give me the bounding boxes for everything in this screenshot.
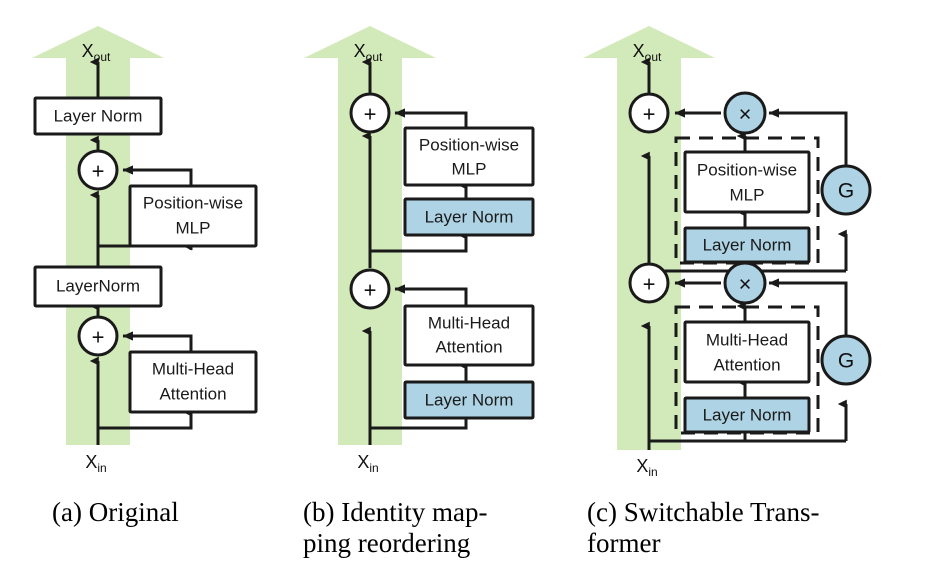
block-layer-norm-attn-label: Layer Norm [425,390,514,409]
block-layer-norm-mid-label: LayerNorm [56,276,140,295]
switchable-module-bottom-outline [674,305,820,435]
input-label-c: Xin [636,456,657,479]
panel-b: + Position-wise MLP Layer Norm + Multi-H… [304,26,535,475]
branch-in-to-attention [98,407,193,430]
block-multi-head-attention[interactable] [403,304,535,367]
block-layer-norm-top-label: Layer Norm [54,106,143,125]
block-position-wise-mlp[interactable] [128,184,258,248]
op-multiply-top[interactable] [723,91,767,135]
block-multi-head-attention[interactable] [683,320,811,384]
block-layer-norm-attn[interactable] [403,380,535,420]
op-add-top-label: + [643,102,656,127]
op-add-top[interactable] [77,149,119,191]
block-multi-head-attention-label-line1: Multi-Head [428,313,510,332]
block-layer-norm-mlp-label: Layer Norm [425,207,514,226]
block-layer-norm-top[interactable] [33,96,163,136]
block-position-wise-mlp-label-line2: MLP [176,218,211,237]
branch-gate-to-multiply-top [768,108,848,166]
caption-b-line1: (b) Identity map- [303,497,488,527]
block-layer-norm-attn[interactable] [683,396,811,434]
op-add-bottom-label: + [92,325,105,350]
op-add-bottom[interactable] [349,268,391,310]
op-add-top[interactable] [628,92,670,134]
panel-a: Layer Norm + Position-wise MLP LayerNorm… [32,26,258,475]
caption-c-line2: former [587,528,661,559]
block-multi-head-attention-label-line2: Attention [159,384,226,403]
block-multi-head-attention[interactable] [128,350,258,414]
block-position-wise-mlp-label-line2: MLP [730,185,765,204]
op-gate-bottom-label: G [838,350,854,373]
branch-mlp-to-add [122,165,193,186]
caption-b-line2: ping reordering [303,528,471,559]
block-multi-head-attention-label-line1: Multi-Head [152,359,234,378]
block-position-wise-mlp-label-line1: Position-wise [143,193,243,212]
branch-attention-to-add [394,284,468,306]
block-position-wise-mlp-label-line1: Position-wise [419,135,519,154]
op-add-top[interactable] [349,92,391,134]
block-position-wise-mlp-label-line2: MLP [452,159,487,178]
op-add-bottom[interactable] [628,262,670,304]
caption-a: (a) Original [52,497,282,528]
op-gate-top[interactable] [820,164,872,216]
block-layer-norm-mid[interactable] [33,265,163,308]
caption-b: (b) Identity map- ping reordering [303,497,553,559]
branch-gate-to-multiply-bottom [768,278,848,336]
panel-c: + + × × G G Position-wise MLP Layer Norm… [583,26,872,479]
block-multi-head-attention-label-line1: Multi-Head [706,330,788,349]
block-layer-norm-attn-label: Layer Norm [703,405,792,424]
block-layer-norm-mlp[interactable] [683,226,811,264]
block-layer-norm-mlp[interactable] [403,197,535,237]
op-add-top-label: + [92,159,105,184]
op-multiply-bottom-label: × [739,272,752,297]
branch-mlp-to-add [394,108,468,128]
caption-c-line1: (c) Switchable Trans- [587,497,820,527]
switchable-module-top-outline [674,136,820,265]
op-add-bottom-label: + [643,272,656,297]
output-label-b: Xout [354,41,383,64]
output-label-a: Xout [82,41,111,64]
block-position-wise-mlp[interactable] [403,126,535,187]
block-position-wise-mlp[interactable] [683,150,811,214]
block-position-wise-mlp-label-line1: Position-wise [697,160,797,179]
op-gate-bottom[interactable] [820,334,872,386]
op-add-top-label: + [364,102,377,127]
input-label-a: Xin [85,452,106,475]
op-multiply-top-label: × [739,102,752,127]
input-label-b: Xin [357,452,378,475]
block-layer-norm-mlp-label: Layer Norm [703,235,792,254]
block-multi-head-attention-label-line2: Attention [435,337,502,356]
caption-c: (c) Switchable Trans- former [587,497,897,559]
branch-attention-to-add [122,331,193,352]
branch-split-to-layernorm-mlp [370,230,468,253]
output-label-c: Xout [633,41,662,64]
op-add-bottom-label: + [364,278,377,303]
op-add-bottom[interactable] [77,315,119,357]
block-multi-head-attention-label-line2: Attention [713,355,780,374]
caption-a-line1: (a) Original [52,497,179,527]
op-gate-top-label: G [838,180,854,203]
